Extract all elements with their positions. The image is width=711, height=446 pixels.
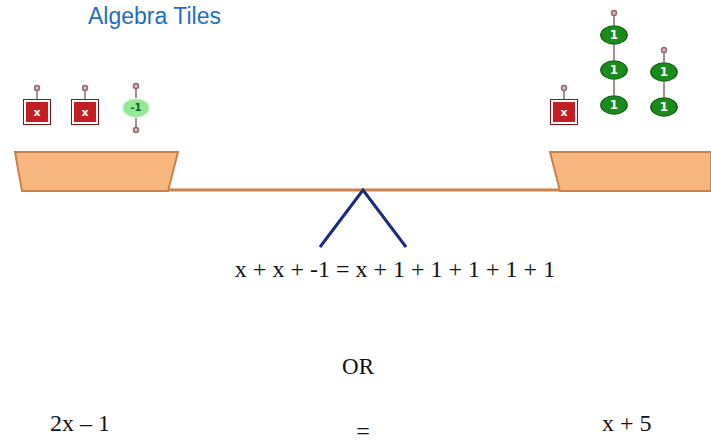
right-pan: [550, 152, 711, 191]
equation-left: 2x – 1: [50, 410, 110, 438]
tile-label: x: [560, 107, 567, 118]
tile-label: x: [81, 107, 88, 118]
tile-label: 1: [610, 29, 618, 41]
x-tile: x: [72, 100, 98, 124]
x-tile: x: [551, 100, 577, 124]
left-pan: [15, 152, 178, 191]
x-tile: x: [24, 100, 50, 124]
title: Algebra Tiles: [88, 3, 221, 29]
equation-right: x + 5: [602, 410, 652, 438]
tile-label: 1: [660, 101, 668, 113]
unit-tile: 1: [600, 95, 628, 115]
tile-label: -1: [130, 103, 141, 113]
unit-tile: 1: [650, 97, 678, 117]
tile-label: 1: [660, 66, 668, 78]
unit-tile: 1: [600, 60, 628, 80]
equals-sign: =: [356, 418, 370, 446]
equation-expanded: x + x + -1 = x + 1 + 1 + 1 + 1 + 1: [235, 256, 555, 284]
unit-tile: 1: [650, 62, 678, 82]
tile-label: x: [33, 107, 40, 118]
or-word: OR: [342, 354, 374, 380]
negative-unit-tile: -1: [122, 98, 150, 118]
fulcrum: [320, 190, 406, 247]
tile-label: 1: [610, 64, 618, 76]
unit-tile: 1: [600, 25, 628, 45]
tile-label: 1: [610, 99, 618, 111]
